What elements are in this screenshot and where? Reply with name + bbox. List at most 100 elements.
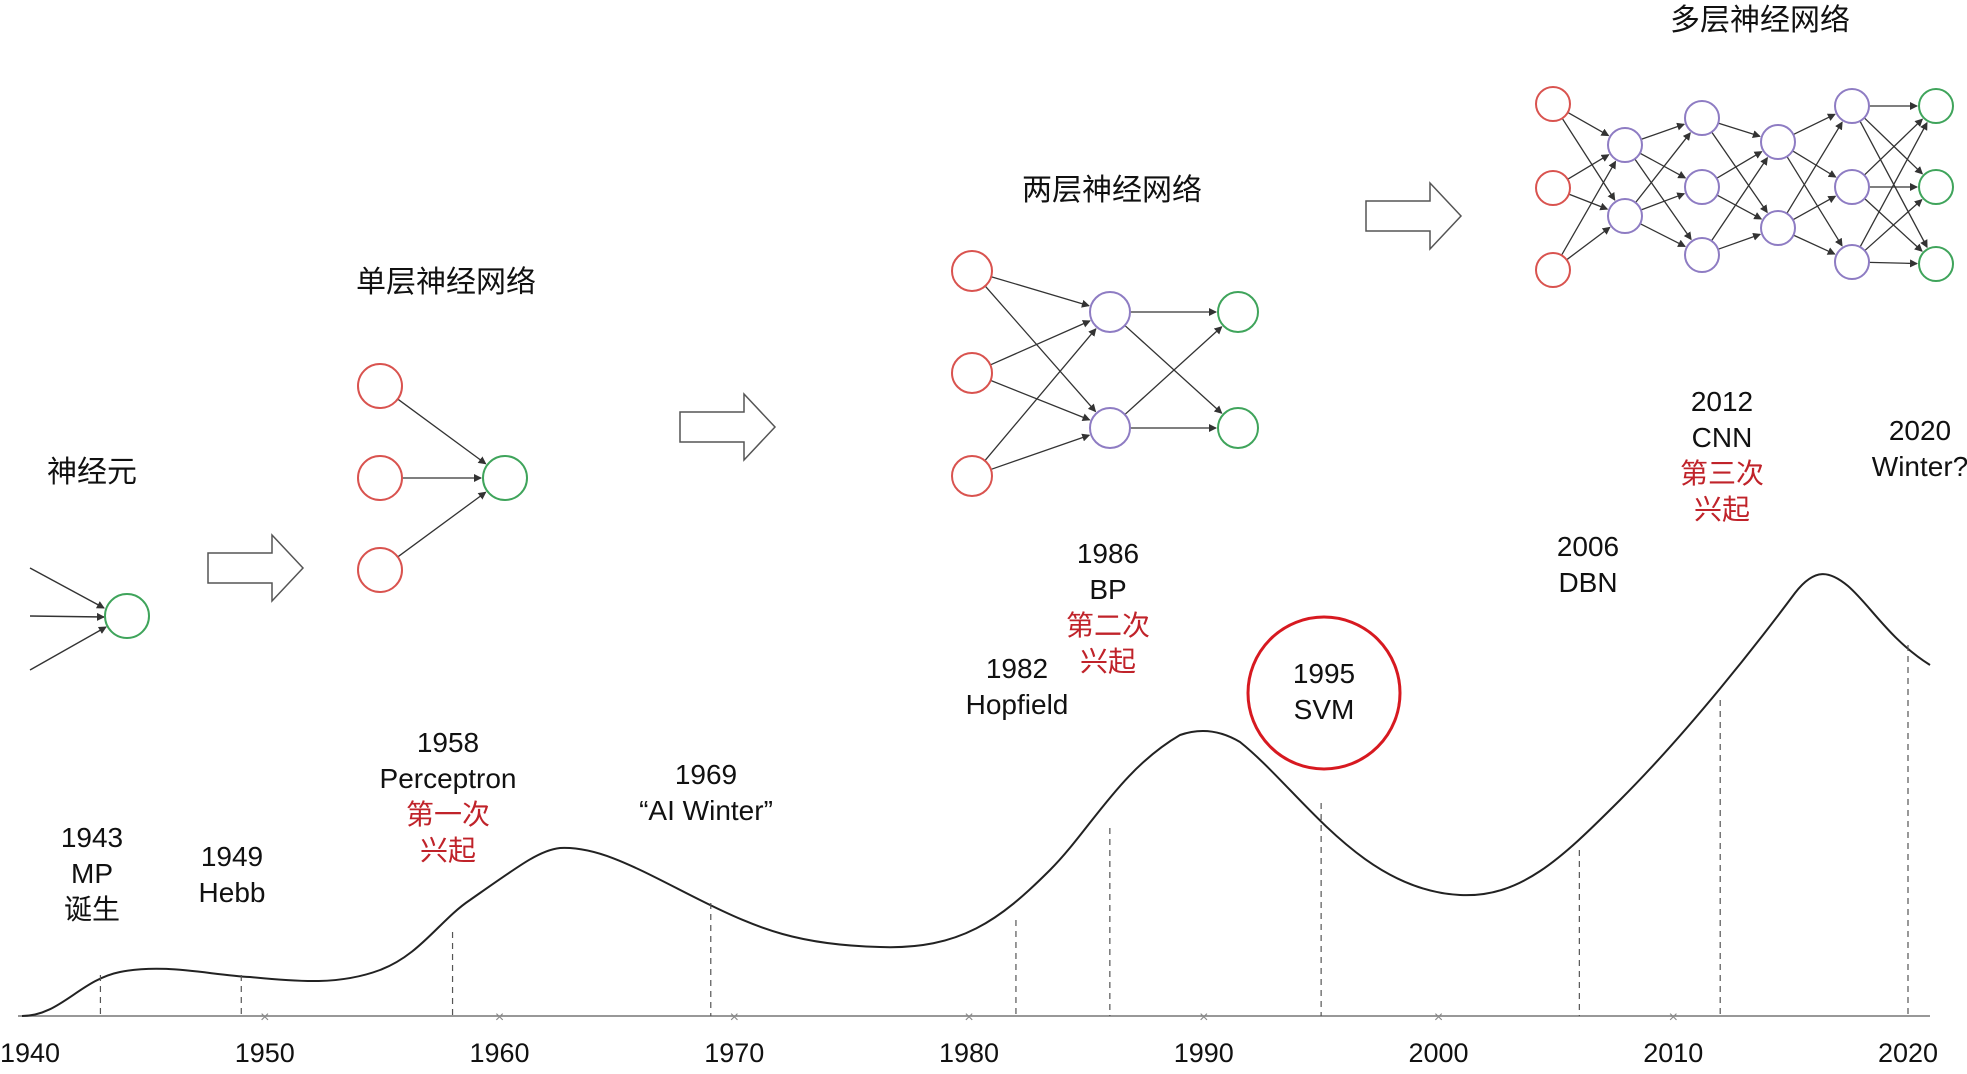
- event-name: Hopfield: [966, 689, 1069, 720]
- network-edge: [990, 379, 1091, 421]
- hidden-node: [1684, 169, 1720, 205]
- input-node: [357, 455, 403, 501]
- network-edge: [1793, 113, 1836, 136]
- hidden-node: [1834, 244, 1870, 280]
- event-year: 2012: [1691, 386, 1753, 417]
- output-neuron-node: [104, 593, 150, 639]
- axis-tick-mark: ×: [1669, 1009, 1678, 1026]
- neuron-title: 神经元: [47, 456, 137, 489]
- network-edge: [1863, 118, 1924, 176]
- axis-tick-label: 2000: [1408, 1038, 1468, 1068]
- network-edge: [397, 398, 487, 465]
- hidden-node: [1089, 407, 1131, 449]
- multi-layer-title: 多层神经网络: [1670, 4, 1850, 37]
- network-edge: [1859, 121, 1928, 248]
- network-edge: [1567, 111, 1610, 137]
- axis-tick-mark: ×: [1199, 1009, 1208, 1026]
- network-edge: [1568, 193, 1609, 211]
- input-node: [951, 352, 993, 394]
- event-name: Hebb: [199, 877, 266, 908]
- event-name: DBN: [1558, 567, 1617, 598]
- event-year: 1958: [417, 727, 479, 758]
- axis-tick-mark: ×: [730, 1009, 739, 1026]
- progression-arrow-1: [207, 533, 305, 603]
- axis-tick-mark: ×: [964, 1009, 973, 1026]
- axis-tick-label: 2020: [1878, 1038, 1938, 1068]
- axis-tick-label: 1940: [0, 1038, 60, 1068]
- network-edge: [1786, 156, 1843, 247]
- network-edge: [1863, 117, 1924, 175]
- network-edge: [984, 328, 1097, 462]
- output-node: [1217, 407, 1259, 449]
- network-edge: [1124, 326, 1223, 416]
- axis-tick-mark: ×: [260, 1009, 269, 1026]
- network-edge: [1710, 156, 1768, 242]
- hidden-node: [1684, 237, 1720, 273]
- two-layer-title: 两层神经网络: [1022, 174, 1202, 207]
- event-wave-label: 第三次: [1680, 458, 1764, 489]
- event-wave-label: 兴起: [1694, 494, 1750, 525]
- network-edge: [1717, 232, 1762, 250]
- network-edge: [990, 276, 1090, 308]
- hidden-node: [1607, 198, 1643, 234]
- event-name: MP: [71, 858, 113, 889]
- network-edge: [1639, 223, 1686, 247]
- network-edge: [1566, 226, 1611, 261]
- event-year: 1943: [61, 822, 123, 853]
- event-label-1969: 1969 “AI Winter”: [639, 759, 773, 826]
- network-edge: [1124, 324, 1223, 414]
- event-wave-label: 第一次: [406, 799, 490, 830]
- event-year: 1982: [986, 653, 1048, 684]
- event-wave-label: 兴起: [420, 835, 476, 866]
- event-name: “AI Winter”: [639, 795, 773, 826]
- progression-arrow-3: [1365, 181, 1463, 251]
- network-edge: [990, 433, 1091, 471]
- axis-tick-label: 1980: [939, 1038, 999, 1068]
- two-layer-network: [951, 250, 1259, 497]
- output-node: [1918, 169, 1954, 205]
- network-edge: [1634, 132, 1691, 204]
- input-node: [951, 455, 993, 497]
- network-edge: [1640, 192, 1686, 211]
- event-year: 1969: [675, 759, 737, 790]
- network-edge: [1567, 154, 1610, 180]
- hidden-node: [1607, 127, 1643, 163]
- network-edge: [1711, 131, 1768, 214]
- input-node: [357, 547, 403, 593]
- multi-layer-network: [1535, 86, 1954, 288]
- axis-tick-label: 1990: [1174, 1038, 1234, 1068]
- event-year: 1986: [1077, 538, 1139, 569]
- event-year: 1995: [1293, 658, 1355, 689]
- network-edge: [1864, 198, 1923, 252]
- network-edge: [1634, 158, 1692, 241]
- single-layer-title: 单层神经网络: [356, 266, 536, 299]
- single-layer-network: [357, 363, 528, 593]
- input-node: [951, 250, 993, 292]
- network-edge: [990, 320, 1091, 366]
- input-node: [1535, 252, 1571, 288]
- input-node: [357, 363, 403, 409]
- output-node: [1918, 246, 1954, 282]
- axis-tick-mark: ×: [495, 1009, 504, 1026]
- axis-tick-label: 1960: [469, 1038, 529, 1068]
- hidden-node: [1684, 100, 1720, 136]
- event-wave-label: 兴起: [1080, 646, 1136, 677]
- event-name: BP: [1089, 574, 1126, 605]
- event-name: SVM: [1294, 694, 1355, 725]
- event-note: 诞生: [64, 894, 120, 925]
- network-edge: [1560, 160, 1617, 256]
- output-node: [482, 455, 528, 501]
- event-name: Winter?: [1872, 451, 1967, 482]
- network-edge: [1718, 122, 1761, 138]
- output-node: [1217, 291, 1259, 333]
- network-edge: [1868, 259, 1919, 268]
- hidden-node: [1834, 169, 1870, 205]
